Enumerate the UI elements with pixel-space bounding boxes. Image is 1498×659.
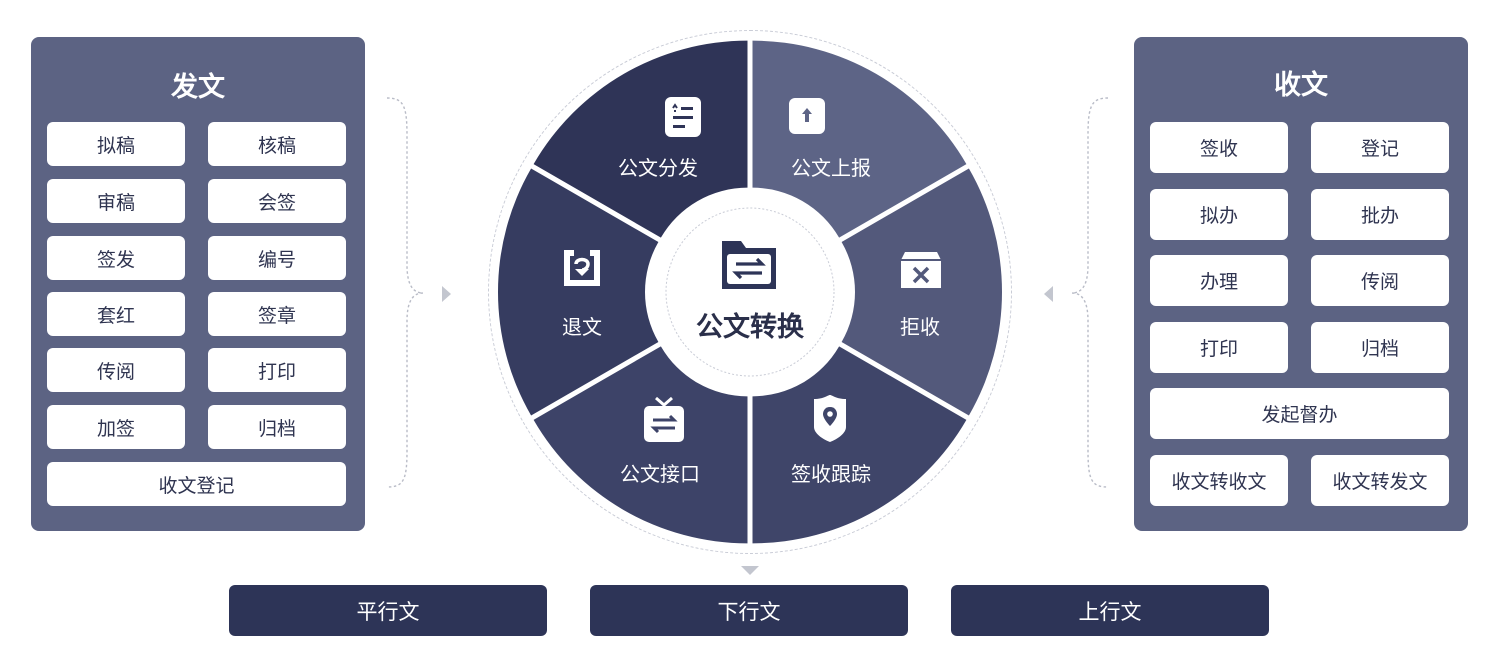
segment-return[interactable]	[498, 168, 659, 416]
center-title: 公文转换	[696, 312, 804, 343]
reject-box-icon	[901, 252, 941, 288]
segment-label-report: 公文上报	[791, 156, 871, 180]
receive-item[interactable]: 登记	[1311, 122, 1449, 173]
segment-track[interactable]	[752, 346, 967, 544]
receive-item[interactable]: 拟办	[1150, 189, 1288, 240]
send-wide-item[interactable]: 收文登记	[47, 462, 346, 506]
receive-bottom-item[interactable]: 收文转发文	[1311, 455, 1449, 506]
segment-report[interactable]	[752, 40, 967, 238]
downward-doc-button[interactable]: 下行文	[590, 585, 908, 636]
send-item[interactable]: 打印	[208, 348, 346, 392]
center-inner-ring	[665, 207, 835, 377]
exchange-icon	[644, 396, 684, 442]
send-item[interactable]: 核稿	[208, 122, 346, 166]
send-item[interactable]: 编号	[208, 236, 346, 280]
receive-wide-item[interactable]: 发起督办	[1150, 388, 1449, 439]
receive-item[interactable]: 打印	[1150, 322, 1288, 373]
send-item[interactable]: 审稿	[47, 179, 185, 223]
center-circle	[657, 199, 843, 385]
outer-ring	[488, 30, 1012, 554]
receive-panel: 收文 签收 登记 拟办 批办 办理 传阅 打印 归档 发起督办 收文转收文 收文…	[1134, 37, 1468, 531]
send-panel: 发文 拟稿 核稿 审稿 会签 签发 编号 套红 签章 传阅 打印 加签 归档 收…	[31, 37, 365, 531]
send-item[interactable]: 套红	[47, 292, 185, 336]
parallel-doc-button[interactable]: 平行文	[229, 585, 547, 636]
location-shield-icon	[814, 395, 846, 442]
right-brace	[1044, 97, 1109, 488]
send-item[interactable]: 拟稿	[47, 122, 185, 166]
folder-switch-icon	[722, 241, 776, 289]
segment-label-distribute: 公文分发	[618, 156, 698, 180]
send-item[interactable]: 归档	[208, 405, 346, 449]
receive-item[interactable]: 批办	[1311, 189, 1449, 240]
return-inbox-icon	[564, 250, 600, 286]
upward-doc-button[interactable]: 上行文	[951, 585, 1269, 636]
left-arrow-icon	[1044, 286, 1053, 302]
receive-title: 收文	[1274, 70, 1328, 101]
receive-item[interactable]: 传阅	[1311, 255, 1449, 306]
segment-interface[interactable]	[533, 346, 748, 544]
segment-distribute[interactable]	[533, 40, 748, 238]
document-list-icon	[665, 97, 701, 137]
send-item[interactable]: 会签	[208, 179, 346, 223]
segment-label-track: 签收跟踪	[791, 462, 871, 486]
receive-bottom-item[interactable]: 收文转收文	[1150, 455, 1288, 506]
segment-label-interface: 公文接口	[620, 462, 700, 486]
segment-label-reject: 拒收	[900, 315, 940, 339]
right-arrow-icon	[442, 286, 451, 302]
receive-item[interactable]: 归档	[1311, 322, 1449, 373]
upload-icon	[789, 98, 825, 134]
send-title: 发文	[171, 72, 225, 103]
send-item[interactable]: 加签	[47, 405, 185, 449]
receive-item[interactable]: 办理	[1150, 255, 1288, 306]
segment-reject[interactable]	[841, 168, 1002, 416]
send-item[interactable]: 签章	[208, 292, 346, 336]
send-item[interactable]: 传阅	[47, 348, 185, 392]
down-arrow-icon	[741, 566, 759, 575]
receive-item[interactable]: 签收	[1150, 122, 1288, 173]
send-item[interactable]: 签发	[47, 236, 185, 280]
left-brace	[386, 97, 451, 488]
segment-label-return: 退文	[562, 315, 602, 339]
